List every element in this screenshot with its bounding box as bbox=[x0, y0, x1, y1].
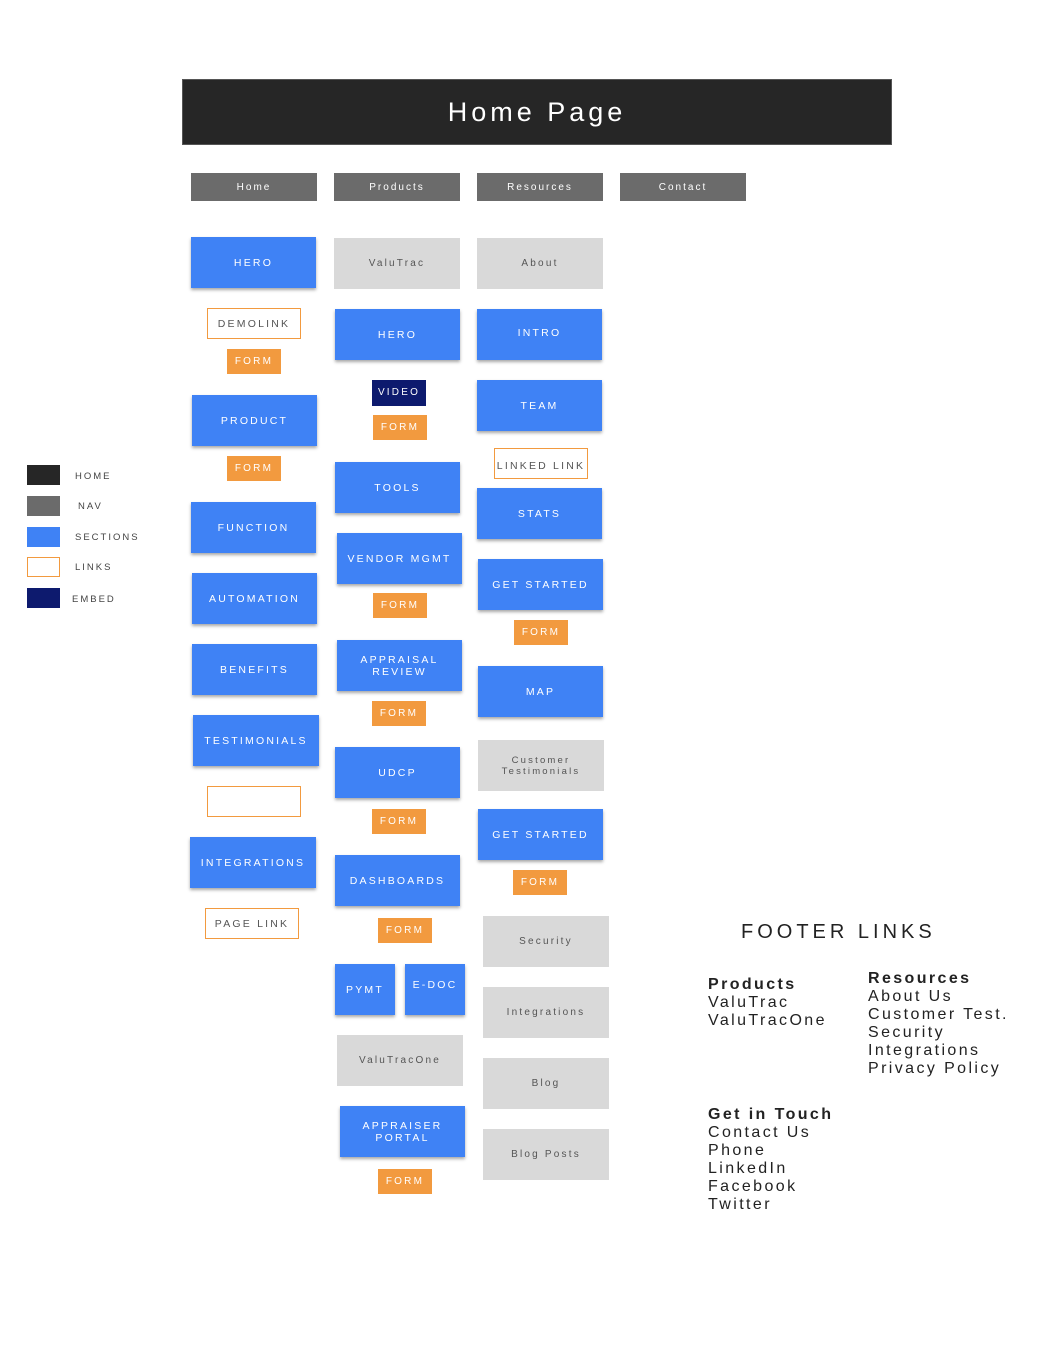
legend-label-home: HOME bbox=[75, 471, 112, 482]
resources-get-started-section-1[interactable]: GET STARTED bbox=[478, 559, 603, 610]
home-page-link[interactable]: PAGE LINK bbox=[205, 908, 299, 939]
footer-resources-column: Resources About Us Customer Test. Securi… bbox=[868, 970, 1009, 1078]
nav-contact[interactable]: Contact bbox=[620, 173, 746, 201]
footer-link[interactable]: Integrations bbox=[868, 1042, 981, 1059]
resources-customer-testimonials-page[interactable]: Customer Testimonials bbox=[478, 740, 604, 791]
footer-products-column: Products ValuTrac ValuTracOne bbox=[708, 976, 827, 1030]
resources-form-1[interactable]: FORM bbox=[514, 620, 568, 645]
footer-contact-column: Get in Touch Contact Us Phone LinkedIn F… bbox=[708, 1106, 833, 1214]
products-form-4[interactable]: FORM bbox=[372, 809, 426, 834]
home-form-1[interactable]: FORM bbox=[227, 349, 281, 374]
products-edoc-section[interactable]: E-DOC bbox=[405, 964, 465, 1015]
footer-link[interactable]: Privacy Policy bbox=[868, 1060, 1002, 1077]
legend-swatch-nav bbox=[27, 496, 60, 516]
legend-label-nav: NAV bbox=[78, 501, 103, 512]
footer-link[interactable]: LinkedIn bbox=[708, 1160, 788, 1177]
nav-products[interactable]: Products bbox=[334, 173, 460, 201]
legend-swatch-embed bbox=[27, 588, 60, 608]
resources-about-page[interactable]: About bbox=[477, 238, 603, 289]
legend-label-sections: SECTIONS bbox=[75, 532, 140, 543]
products-valutrac-page[interactable]: ValuTrac bbox=[334, 238, 460, 289]
resources-stats-section[interactable]: STATS bbox=[477, 488, 602, 539]
resources-security-page[interactable]: Security bbox=[483, 916, 609, 967]
home-function-section[interactable]: FUNCTION bbox=[191, 502, 316, 553]
products-appraiser-portal-section[interactable]: APPRAISER PORTAL bbox=[340, 1106, 465, 1157]
resources-blog-page[interactable]: Blog bbox=[483, 1058, 609, 1109]
footer-link[interactable]: ValuTrac bbox=[708, 994, 790, 1011]
resources-form-2[interactable]: FORM bbox=[513, 870, 567, 895]
products-vendor-mgmt-section[interactable]: VENDOR MGMT bbox=[337, 533, 462, 584]
footer-title: FOOTER LINKS bbox=[741, 921, 936, 943]
resources-intro-section[interactable]: INTRO bbox=[477, 309, 602, 360]
home-product-section[interactable]: PRODUCT bbox=[192, 395, 317, 446]
products-appraisal-review-section[interactable]: APPRAISAL REVIEW bbox=[337, 640, 462, 691]
products-dashboards-section[interactable]: DASHBOARDS bbox=[335, 855, 460, 906]
products-form-1[interactable]: FORM bbox=[373, 415, 427, 440]
footer-products-heading: Products bbox=[708, 976, 797, 993]
home-integrations-section[interactable]: INTEGRATIONS bbox=[190, 837, 316, 888]
resources-team-section[interactable]: TEAM bbox=[477, 380, 602, 431]
home-form-2[interactable]: FORM bbox=[227, 456, 281, 481]
products-form-6[interactable]: FORM bbox=[378, 1169, 432, 1194]
products-udcp-section[interactable]: UDCP bbox=[335, 747, 460, 798]
resources-linked-link[interactable]: LINKED LINK bbox=[494, 448, 588, 479]
resources-map-section[interactable]: MAP bbox=[478, 666, 603, 717]
products-tools-section[interactable]: TOOLS bbox=[335, 462, 460, 513]
home-automation-section[interactable]: AUTOMATION bbox=[192, 573, 317, 624]
home-benefits-section[interactable]: BENEFITS bbox=[192, 644, 317, 695]
home-blank-link[interactable] bbox=[207, 786, 301, 817]
products-pymt-section[interactable]: PYMT bbox=[335, 964, 395, 1015]
legend-label-links: LINKS bbox=[75, 562, 113, 573]
products-form-2[interactable]: FORM bbox=[373, 593, 427, 618]
legend-swatch-links bbox=[27, 557, 60, 577]
products-form-5[interactable]: FORM bbox=[378, 918, 432, 943]
page-title: Home Page bbox=[182, 79, 892, 145]
resources-get-started-section-2[interactable]: GET STARTED bbox=[478, 809, 603, 860]
products-form-3[interactable]: FORM bbox=[372, 701, 426, 726]
home-demolink[interactable]: DEMOLINK bbox=[207, 308, 301, 339]
footer-link[interactable]: Contact Us bbox=[708, 1124, 812, 1141]
home-hero-section[interactable]: HERO bbox=[191, 237, 316, 288]
legend-label-embed: EMBED bbox=[72, 594, 116, 605]
footer-link[interactable]: Twitter bbox=[708, 1196, 772, 1213]
products-valutracone-page[interactable]: ValuTracOne bbox=[337, 1035, 463, 1086]
footer-link[interactable]: ValuTracOne bbox=[708, 1012, 827, 1029]
resources-integrations-page[interactable]: Integrations bbox=[483, 987, 609, 1038]
footer-resources-heading: Resources bbox=[868, 970, 972, 987]
footer-link[interactable]: About Us bbox=[868, 988, 954, 1005]
nav-resources[interactable]: Resources bbox=[477, 173, 603, 201]
footer-link[interactable]: Facebook bbox=[708, 1178, 798, 1195]
footer-link[interactable]: Customer Test. bbox=[868, 1006, 1009, 1023]
products-video-embed[interactable]: VIDEO bbox=[372, 380, 426, 406]
footer-contact-heading: Get in Touch bbox=[708, 1106, 834, 1123]
resources-blog-posts-page[interactable]: Blog Posts bbox=[483, 1129, 609, 1180]
nav-home[interactable]: Home bbox=[191, 173, 317, 201]
products-hero-section[interactable]: HERO bbox=[335, 309, 460, 360]
footer-link[interactable]: Security bbox=[868, 1024, 945, 1041]
legend-swatch-home bbox=[27, 465, 60, 485]
legend-swatch-sections bbox=[27, 527, 60, 547]
home-testimonials-section[interactable]: TESTIMONIALS bbox=[193, 715, 319, 766]
footer-link[interactable]: Phone bbox=[708, 1142, 767, 1159]
